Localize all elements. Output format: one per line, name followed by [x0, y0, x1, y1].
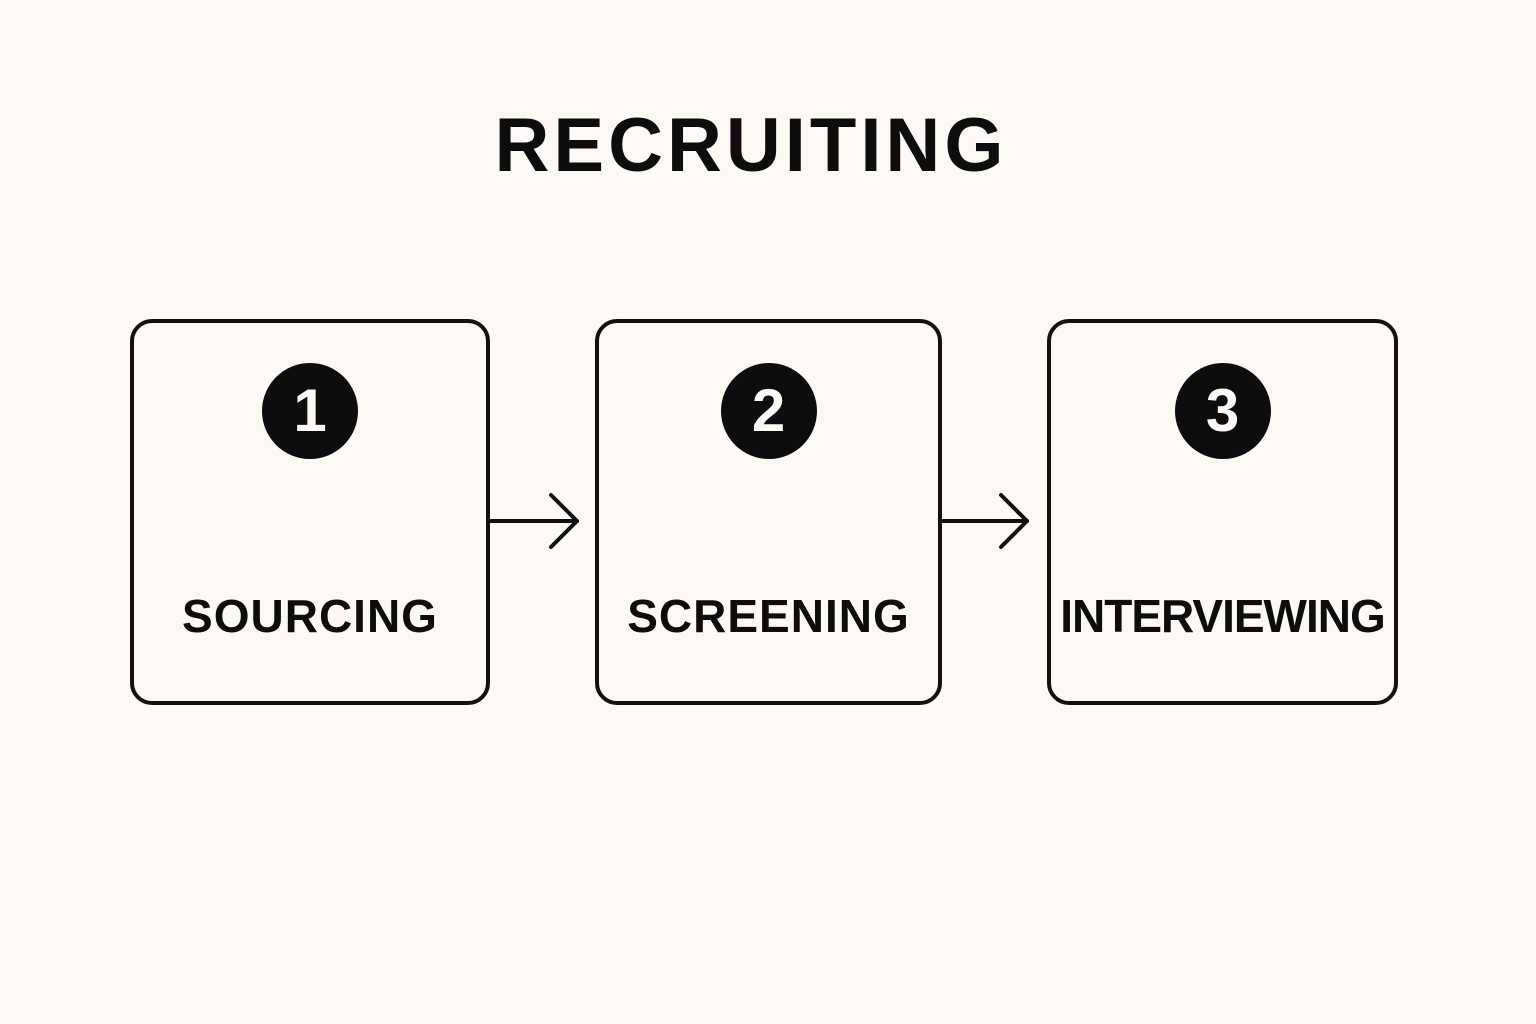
right-arrow-icon [940, 493, 1029, 549]
step-number-badge: 2 [720, 363, 817, 459]
right-arrow-icon [488, 493, 579, 549]
diagram-title: RECRUITING [494, 103, 1008, 188]
step-label: INTERVIEWING [1060, 590, 1386, 642]
step-box-interviewing: 3 INTERVIEWING [1047, 319, 1398, 705]
step-label: SCREENING [627, 590, 910, 642]
step-number-badge: 1 [262, 363, 358, 459]
step-box-screening: 2 SCREENING [595, 319, 942, 705]
step-number-badge: 3 [1174, 363, 1271, 459]
step-label: SOURCING [182, 590, 438, 642]
step-box-sourcing: 1 SOURCING [130, 319, 490, 705]
